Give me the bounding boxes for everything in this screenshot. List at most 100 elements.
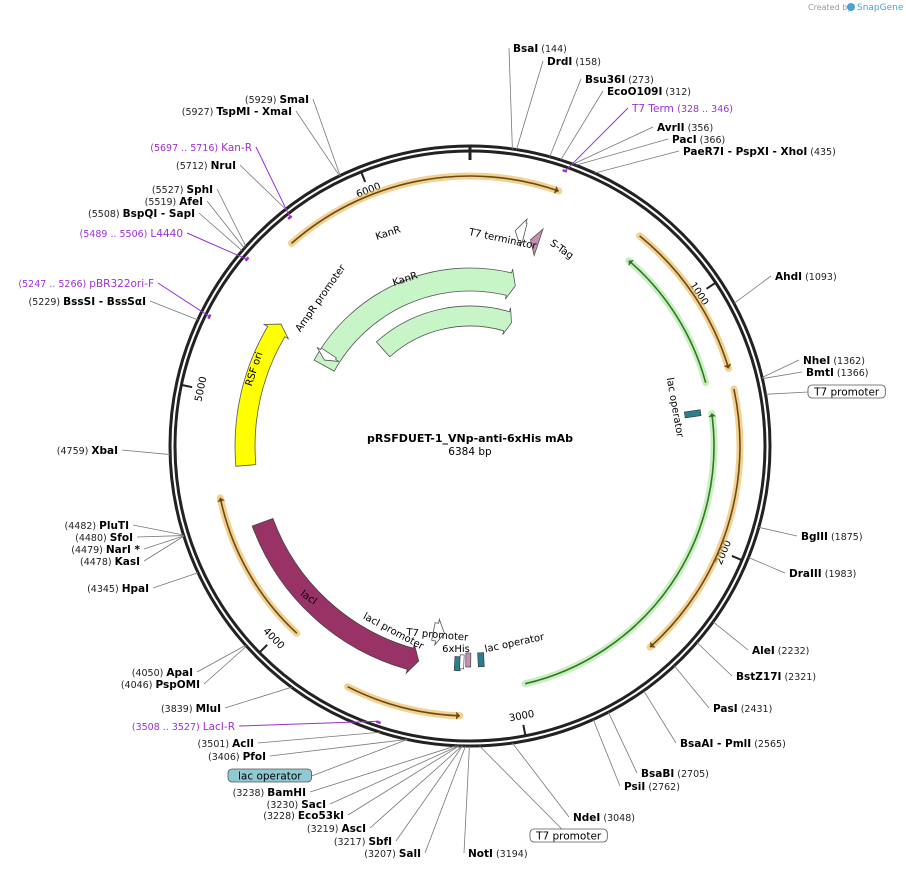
enzyme-name: HpaI	[122, 583, 149, 595]
enzyme-leader	[560, 90, 604, 161]
enzyme-position: (4345)	[87, 584, 122, 595]
enzyme-label[interactable]: PasI (2431)	[713, 703, 772, 715]
enzyme-label[interactable]: (5527) SphI	[152, 184, 213, 196]
enzyme-label[interactable]: DraIII (1983)	[789, 568, 856, 580]
enzyme-position: (5527)	[152, 185, 187, 196]
enzyme-position: (4479)	[71, 545, 106, 556]
enzyme-name: NarI *	[106, 544, 141, 556]
enzyme-label[interactable]: (3228) Eco53kI	[263, 810, 344, 822]
enzyme-label[interactable]: (5929) SmaI	[245, 94, 309, 106]
kanr-label-1: KanR	[374, 224, 402, 242]
primer-mark	[562, 168, 568, 173]
enzyme-label[interactable]: (3217) SbfI	[334, 836, 392, 848]
primer-label[interactable]: (3508 .. 3527) LacI-R	[132, 721, 235, 733]
enzyme-label[interactable]: EcoO109I (312)	[607, 86, 691, 98]
enzyme-label[interactable]: NheI (1362)	[803, 355, 865, 367]
enzyme-leader	[121, 449, 171, 455]
primer-range: (3508 .. 3527)	[132, 722, 203, 733]
enzyme-leader	[516, 60, 544, 150]
enzyme-label[interactable]: (5927) TspMI - XmaI	[182, 106, 292, 118]
enzyme-leader	[203, 645, 247, 685]
enzyme-label[interactable]: PsiI (2762)	[624, 781, 680, 793]
enzyme-label[interactable]: BstZ17I (2321)	[736, 671, 816, 683]
enzyme-label[interactable]: PaeR7I - PspXI - XhoI (435)	[683, 146, 836, 158]
enzyme-label[interactable]: BsaAI - PmlI (2565)	[680, 738, 786, 750]
enzyme-leader	[143, 535, 184, 550]
primer-label[interactable]: T7 Term (328 .. 346)	[631, 103, 733, 115]
enzyme-label[interactable]: (4478) KasI	[80, 556, 140, 568]
enzyme-label[interactable]: (4482) PluTI	[65, 520, 129, 532]
enzyme-label[interactable]: (3238) BamHI	[233, 787, 306, 799]
enzyme-label[interactable]: BsaI (144)	[513, 43, 567, 55]
enzyme-label[interactable]: PacI (366)	[672, 134, 725, 146]
enzyme-label[interactable]: (3230) SacI	[267, 799, 326, 811]
enzyme-label[interactable]: (3406) PfoI	[208, 751, 266, 763]
stag-arrow	[530, 227, 544, 257]
enzyme-leader	[395, 745, 463, 842]
enzyme-position: (5929)	[245, 95, 280, 106]
enzyme-leader	[549, 78, 582, 157]
enzyme-position: (4759)	[57, 446, 92, 457]
backbone	[168, 144, 772, 748]
enzyme-name: BmtI	[806, 367, 834, 379]
enzyme-name: AfeI	[179, 196, 203, 208]
enzyme-label[interactable]: (3219) AscI	[307, 823, 366, 835]
enzyme-label[interactable]: Bsu36I (273)	[585, 74, 654, 86]
t7-terminator-label: T7 terminator	[467, 227, 538, 252]
enzyme-label[interactable]: AleI (2232)	[752, 645, 809, 657]
primer-label[interactable]: (5489 .. 5506) L4440	[80, 228, 183, 240]
enzyme-position: (3217)	[334, 837, 369, 848]
enzyme-label[interactable]: (5712) NruI	[176, 160, 236, 172]
enzyme-name: AhdI	[775, 271, 802, 283]
enzyme-label[interactable]: DrdI (158)	[547, 56, 601, 68]
enzyme-label[interactable]: BsaBI (2705)	[641, 768, 709, 780]
boxed-label[interactable]: lac operator	[238, 771, 302, 783]
enzyme-label[interactable]: NdeI (3048)	[573, 812, 635, 824]
enzyme-label[interactable]: BmtI (1366)	[806, 367, 869, 379]
enzyme-leader	[152, 572, 199, 589]
credit: Created by SnapGene	[808, 3, 904, 13]
enzyme-label[interactable]: (3501) AclI	[198, 738, 254, 750]
enzyme-label[interactable]: (5508) BspQI - SapI	[88, 208, 195, 220]
enzyme-isoschizomers: - PmlI	[713, 738, 751, 750]
boxed-label[interactable]: T7 promoter	[813, 387, 880, 399]
boxed-leader	[479, 745, 569, 837]
boxed-labels: T7 promoter lac operator T7 promoter	[227, 384, 886, 843]
enzyme-label[interactable]: (3207) SalI	[364, 848, 421, 860]
enzyme-name: BsaBI	[641, 768, 674, 780]
enzyme-label[interactable]: (5229) BssSI - BssSαI	[29, 296, 146, 308]
plasmid-size: 6384 bp	[448, 446, 492, 458]
enzyme-label[interactable]: AvrII (356)	[657, 122, 713, 134]
orf-top-line	[290, 175, 559, 245]
enzyme-label[interactable]: (4050) ApaI	[132, 667, 193, 679]
enzyme-label[interactable]: (4759) XbaI	[57, 445, 118, 457]
tick-6000	[360, 171, 367, 183]
boxed-label[interactable]: T7 promoter	[535, 831, 602, 843]
enzyme-name: BspQI	[123, 208, 158, 220]
primer-label[interactable]: (5247 .. 5266) pBR322ori-F	[18, 278, 154, 290]
enzyme-name: BstZ17I	[736, 671, 781, 683]
enzyme-label[interactable]: (4345) HpaI	[87, 583, 149, 595]
enzyme-leader	[136, 535, 184, 538]
lac-operator-right-box	[683, 409, 702, 419]
primer-label[interactable]: (5697 .. 5716) Kan-R	[150, 142, 252, 154]
enzyme-label[interactable]: (4046) PspOMI	[121, 679, 200, 691]
enzyme-position: (144)	[541, 44, 567, 55]
orf-right-top-glow	[636, 232, 733, 372]
enzyme-label[interactable]: (4479) NarI *	[71, 544, 140, 556]
enzyme-label[interactable]: (4480) SfoI	[75, 532, 133, 544]
enzyme-name: BglII	[801, 531, 828, 543]
orf-green-top-line	[628, 260, 707, 384]
enzyme-label[interactable]: BglII (1875)	[801, 531, 863, 543]
enzyme-label[interactable]: NotI (3194)	[468, 848, 528, 860]
enzyme-label[interactable]: (3839) MluI	[161, 703, 221, 715]
enzyme-leader	[295, 110, 340, 177]
enzyme-position: (2762)	[648, 782, 680, 793]
enzyme-name: PacI	[672, 134, 697, 146]
primer-leader	[238, 720, 379, 727]
enzyme-label[interactable]: AhdI (1093)	[775, 271, 837, 283]
enzyme-label[interactable]: (5519) AfeI	[145, 196, 203, 208]
boxed-leader	[311, 739, 408, 777]
orf-right-top-line	[639, 235, 730, 369]
enzyme-name: MluI	[196, 703, 221, 715]
